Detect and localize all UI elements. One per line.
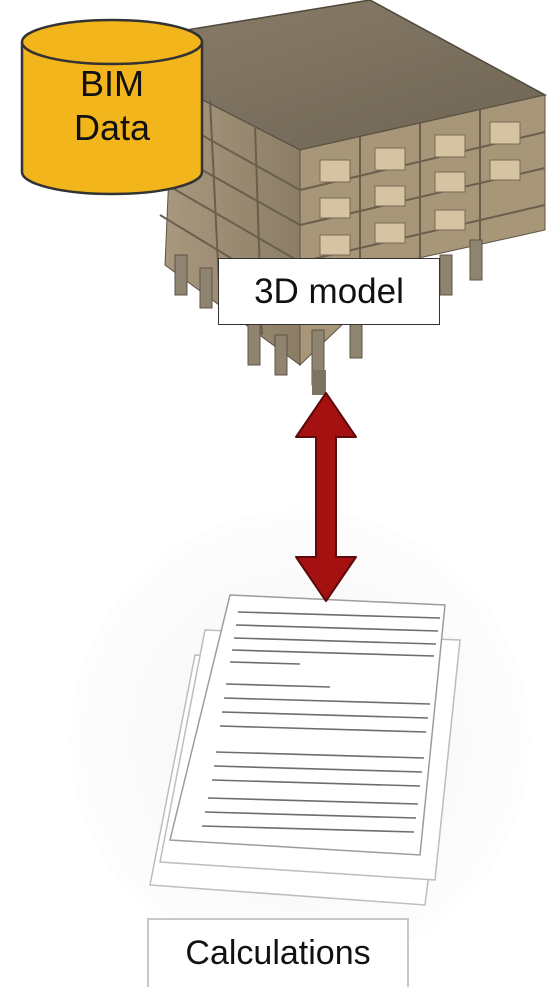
bim-data-line-1: BIM — [79, 63, 144, 104]
bim-data-database-icon — [20, 18, 204, 196]
bim-data-label: BIM Data — [22, 62, 202, 150]
bidirectional-arrow — [295, 392, 357, 602]
3d-model-label: 3D model — [218, 258, 440, 325]
calculations-label: Calculations — [147, 918, 409, 987]
bim-data-line-2: Data — [73, 107, 151, 148]
calculation-sheets-image — [70, 510, 530, 970]
